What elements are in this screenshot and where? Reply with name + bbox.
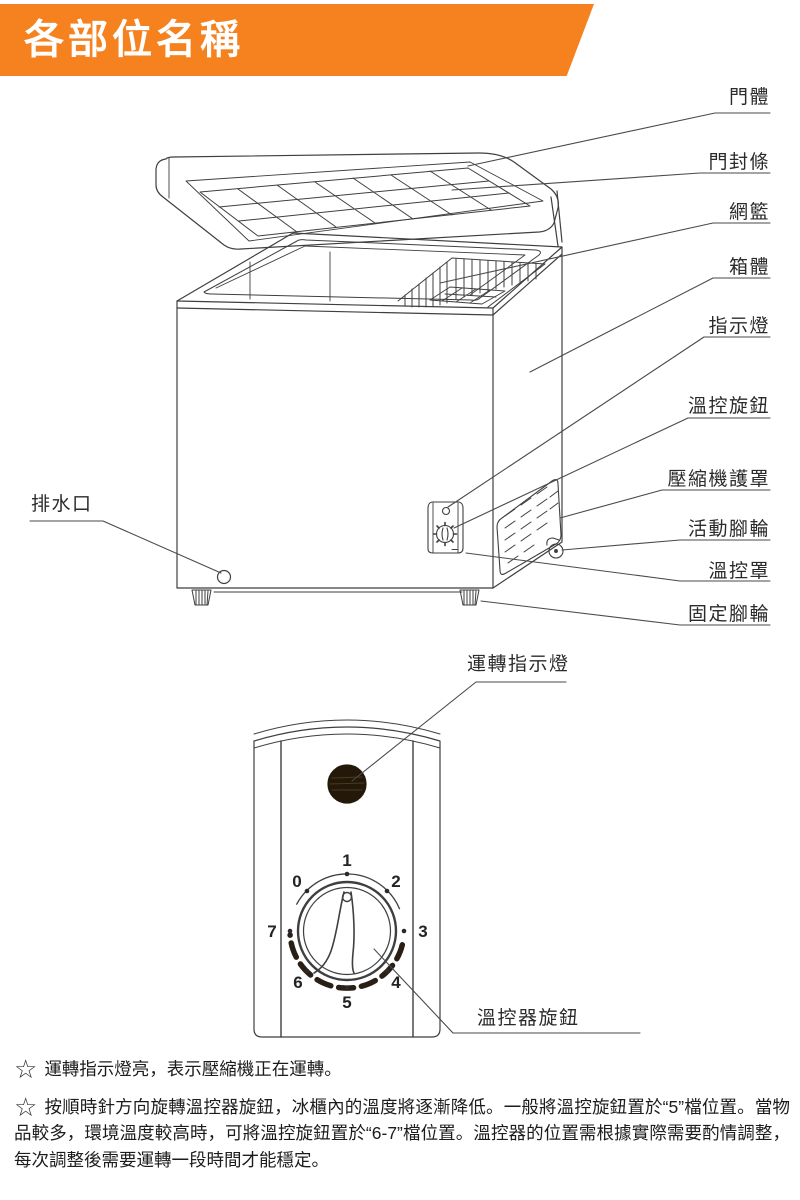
note-1-text: 運轉指示燈亮，表示壓縮機正在運轉。 [44,1059,342,1079]
note-1: ☆ 運轉指示燈亮，表示壓縮機正在運轉。 [14,1056,790,1083]
leader-caster [561,539,771,551]
leader-run-light [351,681,567,782]
part-label-door-body: 門體 [728,87,770,108]
thermostat-cover [427,501,464,554]
lid-grid [199,167,531,237]
dial-number-6: 6 [293,973,302,992]
lid-hinge [550,190,563,247]
leader-indicator [447,336,771,508]
thermostat-knob-side [432,521,458,547]
part-label-caster: 活動腳輪 [687,519,770,540]
title-banner: 各部位名稱 [0,4,594,76]
part-label-temp-cover: 溫控罩 [708,561,770,582]
leader-door-seal [451,172,771,191]
part-label-indicator: 指示燈 [708,316,770,337]
thermostat-dial [287,871,407,991]
dial-number-5: 5 [342,993,351,1012]
part-label-basket: 網籃 [728,202,770,223]
part-label-temp-knob: 溫控旋鈕 [687,396,770,417]
leader-dial-knob [373,948,641,1034]
indicator-light-side [441,506,451,516]
leader-door-body [467,112,771,167]
star-bullet-icon: ☆ [14,1054,38,1084]
part-label-fixed-foot: 固定腳輪 [687,604,770,625]
part-label-cabinet: 箱體 [728,257,770,278]
leader-knob [453,417,771,529]
leader-cabinet [529,277,771,373]
leader-fixed-foot [480,600,771,626]
leader-basket [439,222,771,284]
fixed-foot-left [191,589,212,606]
dial-number-3: 3 [418,922,427,941]
leader-cover [465,552,771,582]
dial-number-4: 4 [391,973,401,992]
dial-number-7: 7 [267,922,276,941]
part-label-drain: 排水口 [31,494,93,515]
freezer-lid [155,152,563,250]
dial-number-1: 1 [342,851,351,870]
dial-number-0: 0 [292,872,301,891]
page-title: 各部位名稱 [24,18,244,62]
note-2-text: 按順時針方向旋轉溫控器旋鈕，冰櫃內的溫度將逐漸降低。一般將溫控旋鈕置於“5”檔位… [14,1096,791,1170]
notes-section: ☆運轉指示燈亮，表示壓縮機正在運轉。 ☆按順時針方向旋轉溫控器旋鈕，冰櫃內的溫度… [14,1056,790,1184]
drain-hole [216,569,232,585]
star-bullet-icon: ☆ [14,1091,38,1122]
part-label-door-seal: 門封條 [708,152,770,173]
part-label-run-indicator: 運轉指示燈 [467,654,570,675]
leader-lines [29,112,771,1034]
leader-drain [29,520,222,574]
dial-number-2: 2 [391,872,400,891]
dial-numbers: 0 1 2 3 4 5 6 7 [267,851,427,1012]
fixed-foot-right [459,589,480,606]
note-2: ☆按順時針方向旋轉溫控器旋鈕，冰櫃內的溫度將逐漸降低。一般將溫控旋鈕置於“5”檔… [14,1094,790,1174]
freezer-cabinet [176,232,564,606]
part-label-dial-knob: 溫控器旋鈕 [477,1008,580,1029]
part-label-compressor: 壓縮機護罩 [667,469,770,490]
compressor-cover [496,479,562,575]
control-panel-detail [253,719,441,1038]
leader-compressor [559,489,771,519]
indicator-light [327,764,367,804]
